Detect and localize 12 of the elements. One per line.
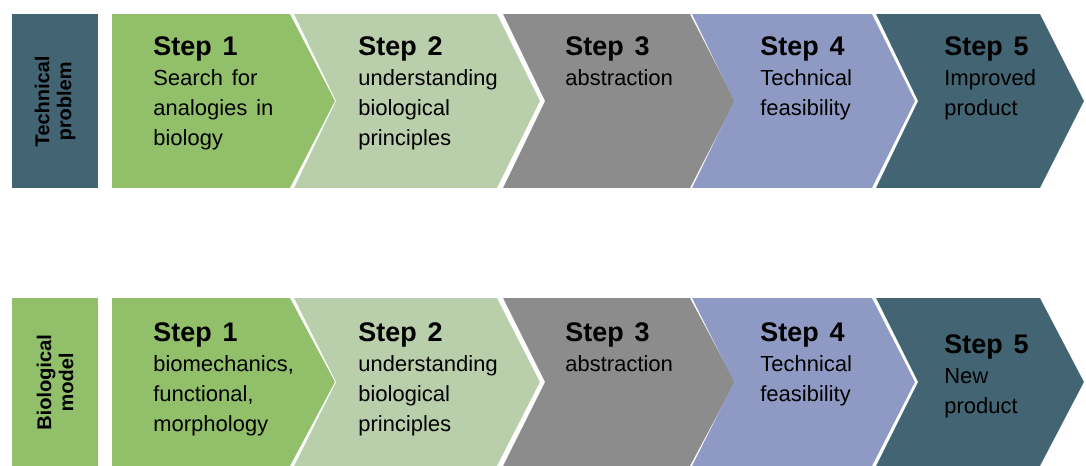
step-box: Step 4 Technical feasibility	[692, 14, 915, 188]
step-box: Step 4 Technical feasibility	[692, 298, 915, 466]
row-label-box: Biological model	[12, 298, 98, 466]
row-label-box: Technical problem	[12, 14, 98, 188]
step-box: Step 3 abstraction	[503, 298, 735, 466]
step-box: Step 3 abstraction	[503, 14, 735, 188]
step-box: Step 5 New product	[876, 298, 1084, 466]
step-box: Step 1 Search for analogies in biology	[112, 14, 335, 188]
step-box: Step 2 understanding biological principles	[294, 298, 540, 466]
step-box: Step 2 understanding biological principles	[294, 14, 540, 188]
step-box: Step 1 biomechanics, functional, morphology	[112, 298, 335, 466]
step-box: Step 5 Improved product	[876, 14, 1084, 188]
